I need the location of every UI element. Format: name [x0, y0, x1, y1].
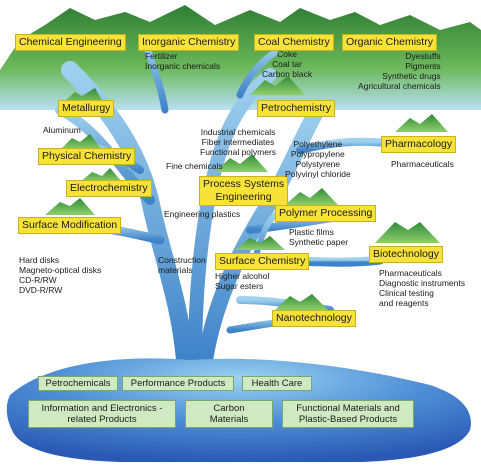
products-coal-chemistry: Coke Coal tar Carbon black	[262, 49, 313, 79]
mountain-label-nanotechnology: Nanotechnology	[272, 310, 356, 327]
products-biotechnology: Pharmaceuticals Diagnostic instruments C…	[379, 268, 465, 308]
mountain-label-polymer-processing: Polymer Processing	[275, 205, 377, 222]
mountain-label-organic-chemistry: Organic Chemistry	[342, 34, 437, 51]
area-performance-products: Performance Products	[122, 376, 234, 391]
mountain-label-process-systems-engineering: Process Systems Engineering	[199, 176, 289, 206]
products-surface-modification: Hard disks Magneto-optical disks CD-R/RW…	[19, 255, 102, 295]
top-mountain-range	[0, 5, 481, 110]
mountain-label-pharmacology: Pharmacology	[381, 136, 457, 153]
products-metallurgy: Aluminum	[43, 125, 81, 135]
mountain-label-surface-modification: Surface Modification	[18, 217, 122, 234]
products-fine-chemicals: Fine chemicals	[166, 161, 223, 171]
products-inorganic-chemistry: Fertilizer Inorganic chemicals	[145, 51, 221, 71]
area-information-electronics: Information and Electronics - related Pr…	[28, 400, 176, 428]
mountain-label-electrochemistry: Electrochemistry	[66, 180, 152, 197]
area-carbon-materials: Carbon Materials	[185, 400, 273, 428]
products-surface-chemistry: Higher alcohol Sugar esters	[215, 271, 270, 291]
products-organic-chemistry: Dyestuffs Pigments Synthetic drugs Agric…	[358, 51, 441, 91]
products-pharmacology: Pharmaceuticals	[391, 159, 454, 169]
products-polymer-processing: Plastic films Synthetic paper	[289, 227, 349, 247]
mountain-label-metallurgy: Metallurgy	[58, 100, 115, 117]
products-polymers: Polyethylene Polypropylene Polystyrene P…	[285, 139, 351, 179]
area-petrochemicals: Petrochemicals	[38, 376, 118, 391]
area-functional-materials: Functional Materials and Plastic-Based P…	[282, 400, 414, 428]
mountain-label-coal-chemistry: Coal Chemistry	[254, 34, 334, 51]
mountain-label-biotechnology: Biotechnology	[369, 246, 443, 263]
products-construction: Construction materials	[158, 255, 206, 275]
mountain-label-chemical-engineering: Chemical Engineering	[15, 34, 126, 51]
products-engineering-plastics: Engineering plastics	[164, 209, 241, 219]
mountain-label-inorganic-chemistry: Inorganic Chemistry	[138, 34, 240, 51]
area-health-care: Health Care	[242, 376, 312, 391]
products-petrochemistry: Industrial chemicals Fiber intermediates…	[200, 127, 277, 157]
mountain-label-surface-chemistry: Surface Chemistry	[215, 253, 310, 270]
mountain-label-petrochemistry: Petrochemistry	[257, 100, 336, 117]
mountain-label-physical-chemistry: Physical Chemistry	[38, 148, 136, 165]
